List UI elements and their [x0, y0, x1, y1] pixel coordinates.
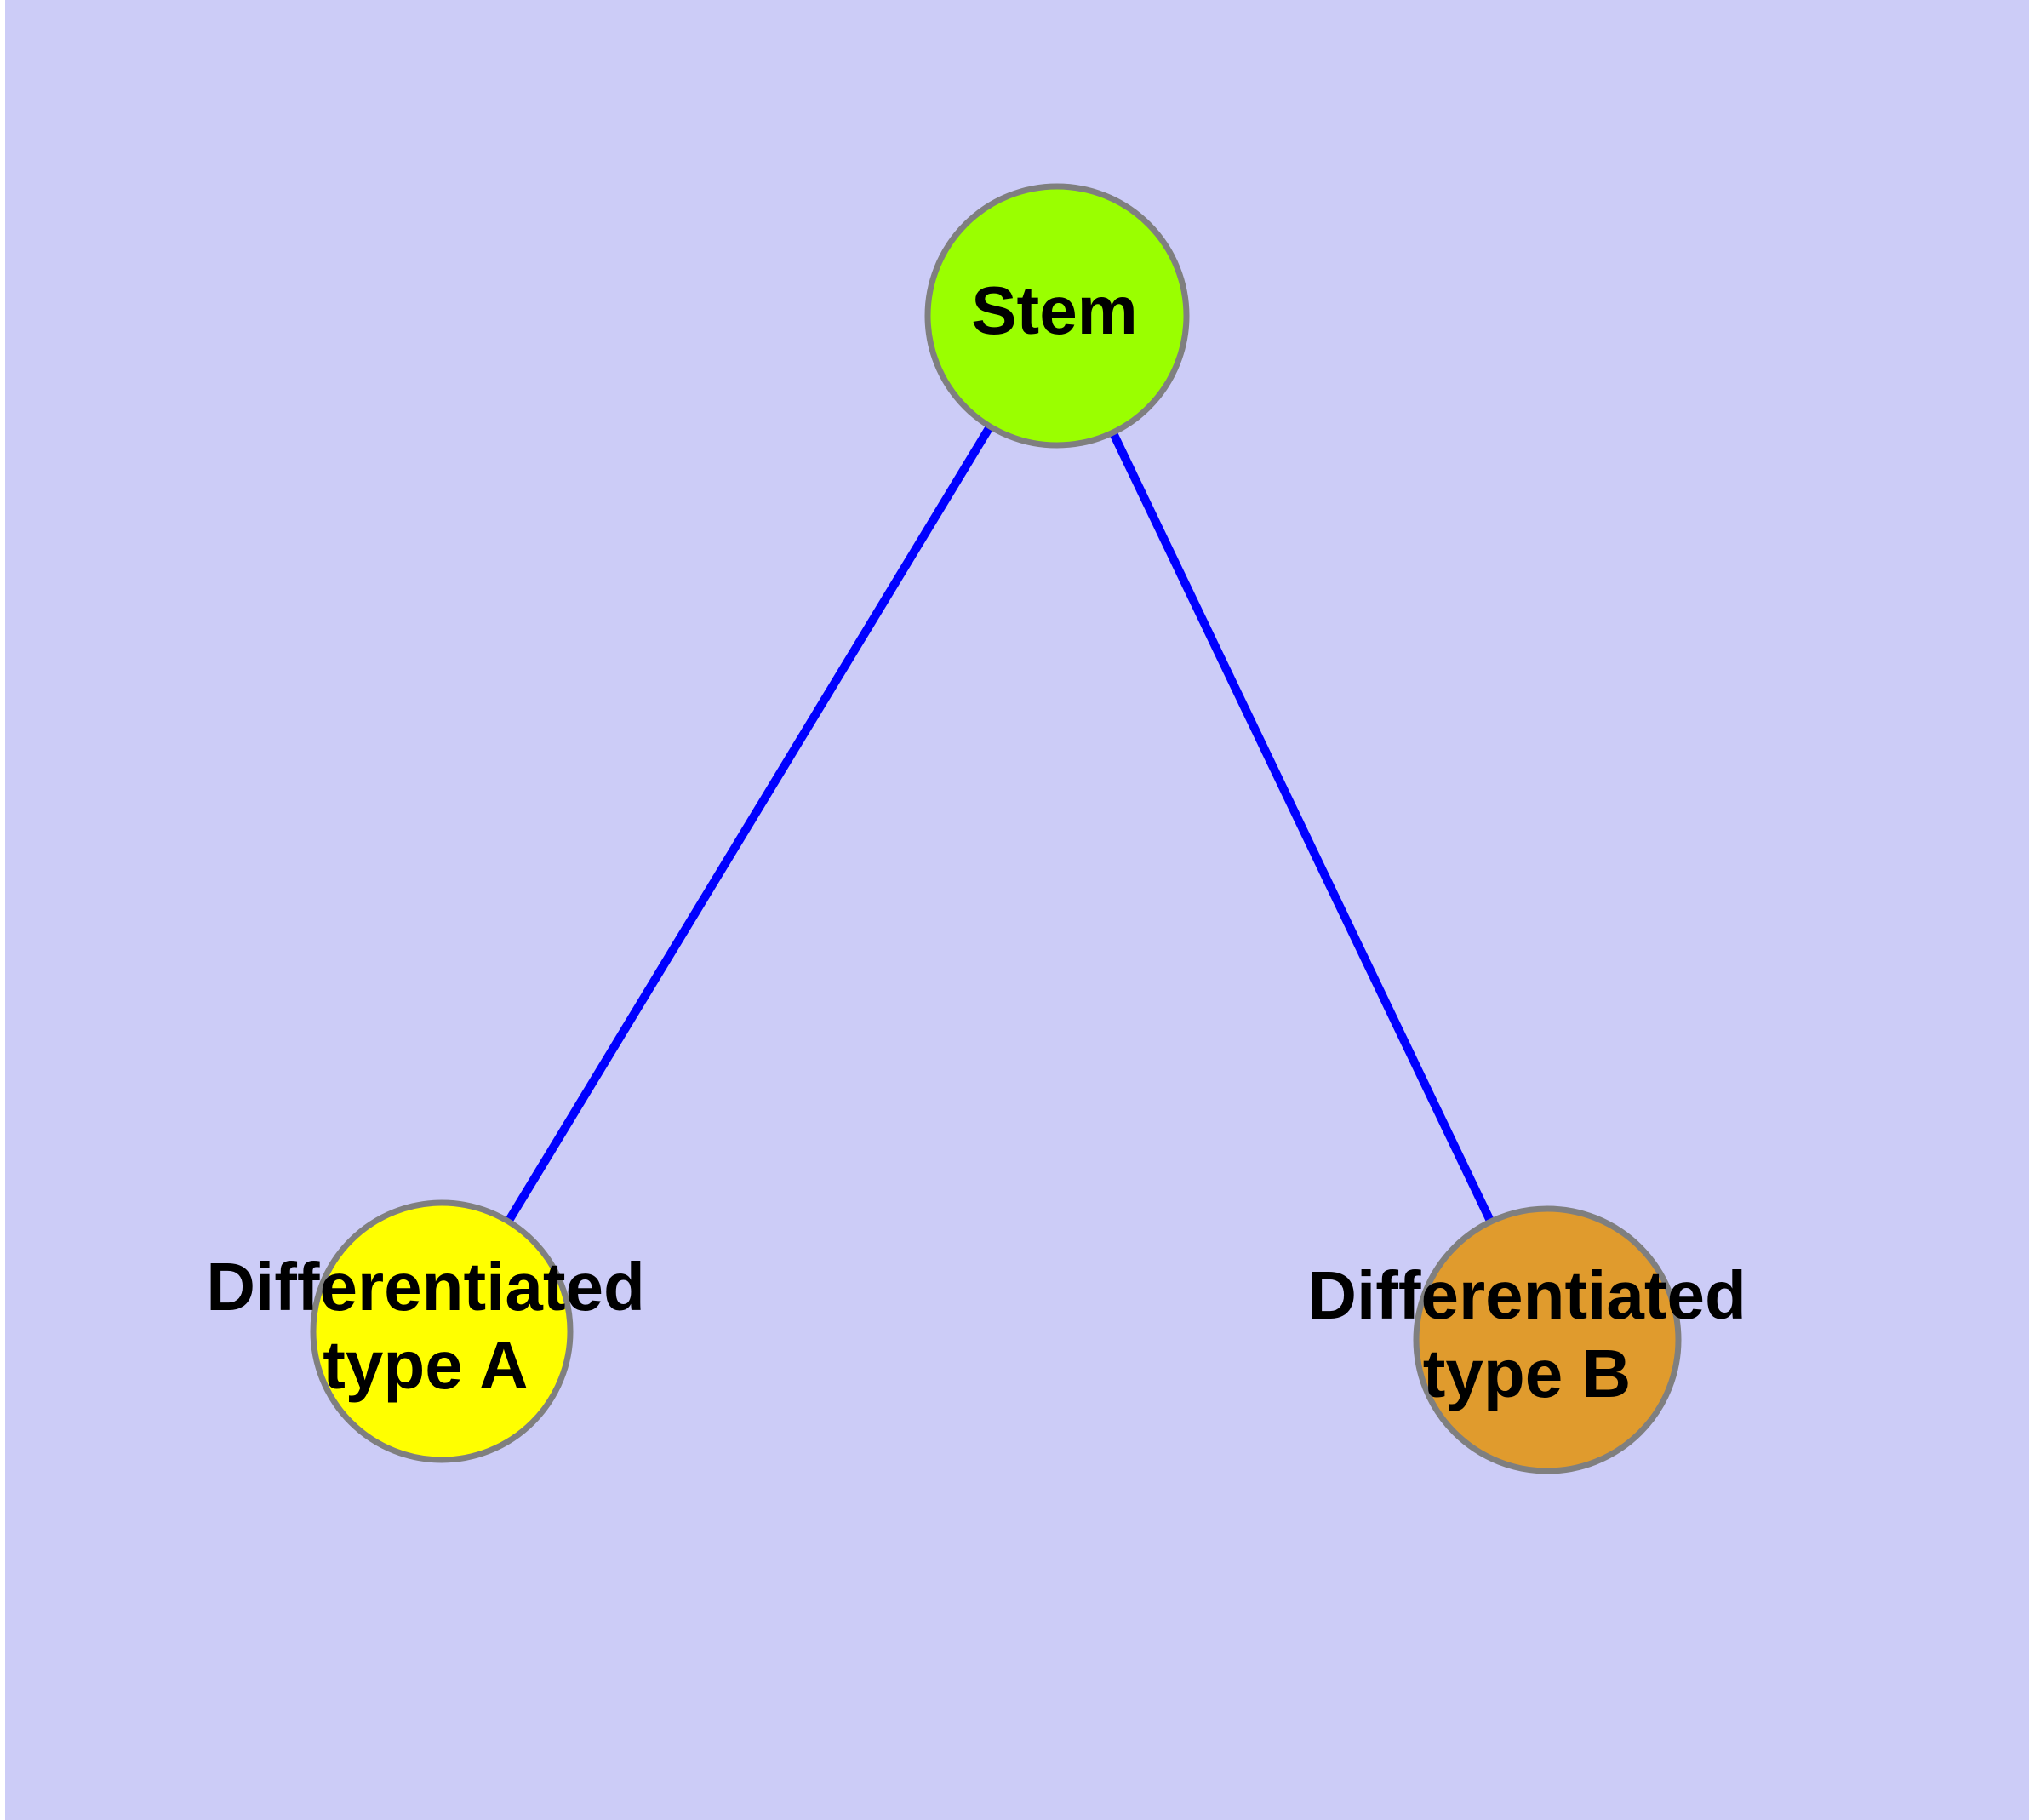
node-stem-label: Stem [971, 272, 1138, 348]
edges-layer [503, 422, 1495, 1226]
node-differentiated-type-b-circle[interactable] [1413, 1205, 1682, 1474]
edge-stem-to-differentiated-type-a[interactable] [503, 422, 995, 1226]
edge-stem-to-differentiated-type-b[interactable] [1108, 429, 1495, 1226]
node-stem[interactable]: Stem [924, 183, 1190, 449]
node-differentiated-type-a-circle[interactable] [310, 1199, 574, 1463]
node-stem-circle[interactable] [924, 183, 1190, 449]
